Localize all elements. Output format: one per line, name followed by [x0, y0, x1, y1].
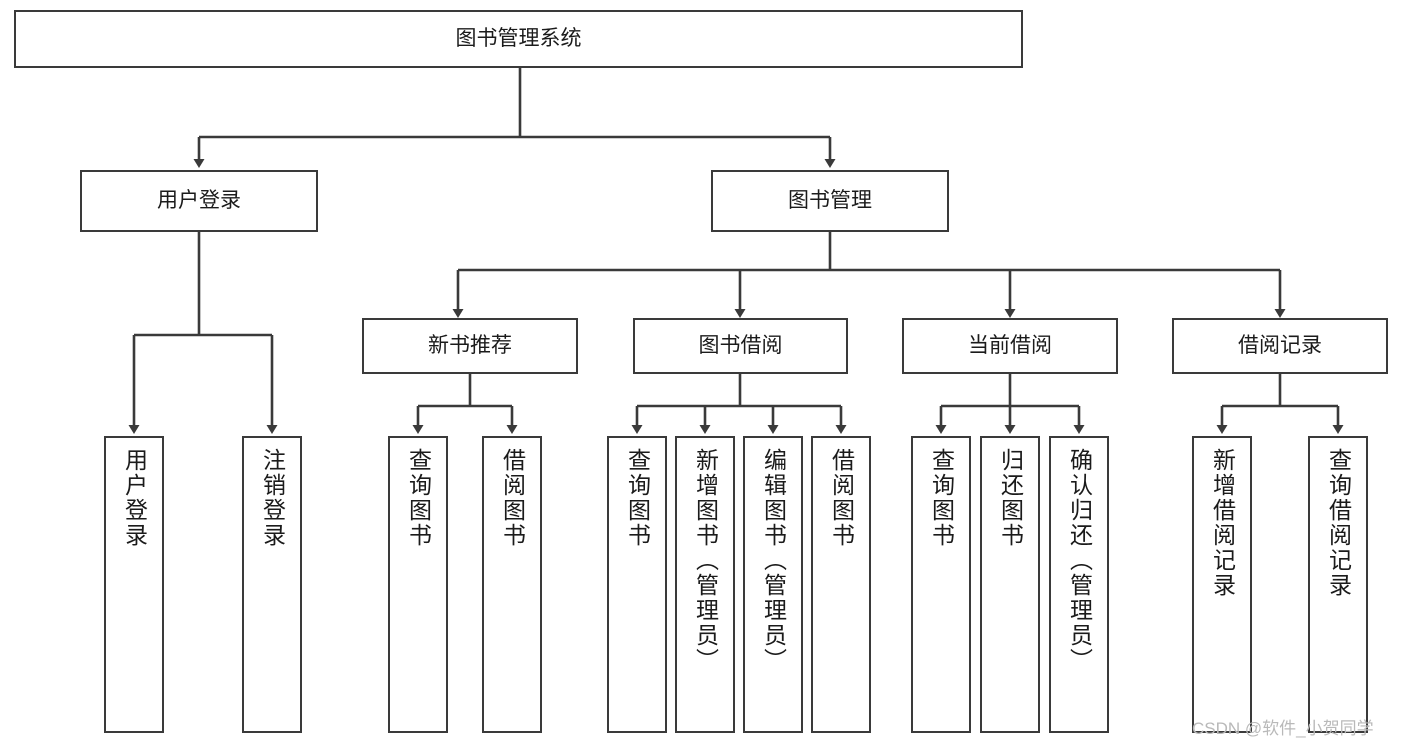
node-leaf-borrow-record-2[interactable]: 查询借阅记录 [1308, 436, 1368, 733]
node-leaf-borrow-record-1-label: 新增借阅记录 [1209, 448, 1236, 598]
node-book-borrow-label: 图书借阅 [698, 333, 783, 357]
node-leaf-book-borrow-4[interactable]: 借阅图书 [811, 436, 871, 733]
node-book-manage-label: 图书管理 [788, 188, 872, 212]
node-book-manage[interactable]: 图书管理 [711, 170, 949, 232]
node-user-login[interactable]: 用户登录 [80, 170, 318, 232]
node-book-borrow[interactable]: 图书借阅 [633, 318, 848, 374]
node-leaf-borrow-record-2-label: 查询借阅记录 [1325, 448, 1352, 598]
node-leaf-user-login-2[interactable]: 注销登录 [242, 436, 302, 733]
node-leaf-current-borrow-2[interactable]: 归还图书 [980, 436, 1040, 733]
node-leaf-current-borrow-3-label: 确认归还（管理员） [1066, 448, 1093, 673]
node-leaf-borrow-record-1[interactable]: 新增借阅记录 [1192, 436, 1252, 733]
node-user-login-label: 用户登录 [157, 188, 241, 212]
node-leaf-current-borrow-3[interactable]: 确认归还（管理员） [1049, 436, 1109, 733]
node-current-borrow[interactable]: 当前借阅 [902, 318, 1118, 374]
node-leaf-book-borrow-2-label: 新增图书（管理员） [692, 448, 719, 673]
node-borrow-record-label: 借阅记录 [1238, 333, 1322, 357]
node-leaf-book-borrow-3-label: 编辑图书（管理员） [760, 448, 787, 673]
node-leaf-new-book-2[interactable]: 借阅图书 [482, 436, 542, 733]
node-leaf-user-login-1[interactable]: 用户登录 [104, 436, 164, 733]
node-leaf-book-borrow-4-label: 借阅图书 [828, 448, 855, 548]
node-leaf-book-borrow-3[interactable]: 编辑图书（管理员） [743, 436, 803, 733]
node-leaf-user-login-2-label: 注销登录 [259, 448, 286, 548]
node-leaf-book-borrow-1[interactable]: 查询图书 [607, 436, 667, 733]
node-leaf-current-borrow-1-label: 查询图书 [928, 448, 955, 548]
node-leaf-book-borrow-1-label: 查询图书 [624, 448, 651, 548]
node-root-label: 图书管理系统 [455, 26, 582, 50]
node-leaf-book-borrow-2[interactable]: 新增图书（管理员） [675, 436, 735, 733]
node-leaf-new-book-2-label: 借阅图书 [499, 448, 526, 548]
node-current-borrow-label: 当前借阅 [968, 333, 1052, 357]
node-leaf-new-book-1[interactable]: 查询图书 [388, 436, 448, 733]
node-leaf-current-borrow-1[interactable]: 查询图书 [911, 436, 971, 733]
node-leaf-user-login-1-label: 用户登录 [121, 448, 148, 548]
node-root[interactable]: 图书管理系统 [14, 10, 1023, 68]
node-new-book-recommend[interactable]: 新书推荐 [362, 318, 578, 374]
node-borrow-record[interactable]: 借阅记录 [1172, 318, 1388, 374]
node-leaf-new-book-1-label: 查询图书 [405, 448, 432, 548]
node-new-book-recommend-label: 新书推荐 [428, 333, 512, 357]
node-leaf-current-borrow-2-label: 归还图书 [997, 448, 1024, 548]
